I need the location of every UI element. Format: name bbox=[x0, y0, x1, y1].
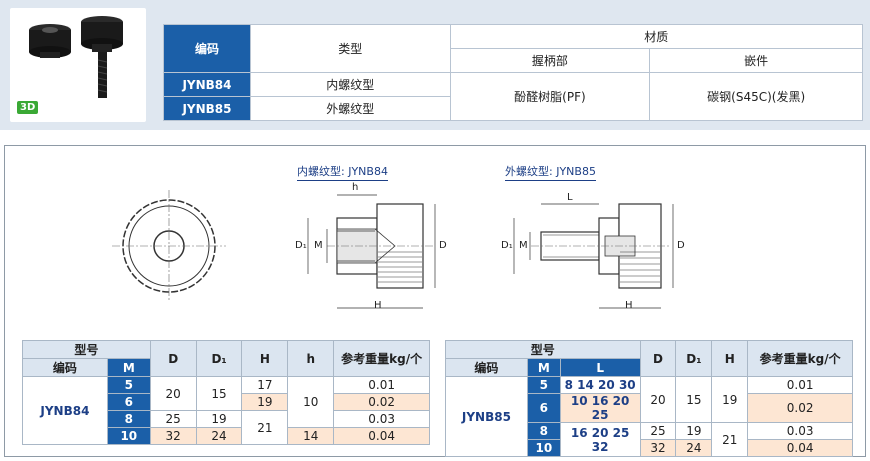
d-cell: 32 bbox=[149, 427, 197, 445]
material-header-material: 材质 bbox=[449, 24, 864, 49]
d-cell: 25 bbox=[639, 422, 677, 440]
m-cell: 8 bbox=[106, 410, 151, 428]
weight-cell: 0.04 bbox=[747, 439, 853, 457]
dim-L-label: L bbox=[567, 192, 573, 203]
m-cell: 5 bbox=[526, 376, 561, 394]
material-type-cell: 内螺纹型 bbox=[249, 72, 451, 97]
internal-drawing-title: 内螺纹型: JYNB84 bbox=[297, 163, 388, 181]
header-D: D bbox=[149, 340, 197, 377]
h-cell: 21 bbox=[711, 422, 749, 457]
weight-cell: 0.01 bbox=[747, 376, 853, 394]
d1-cell: 24 bbox=[675, 439, 713, 457]
header-M: M bbox=[526, 358, 561, 377]
weight-cell: 0.03 bbox=[747, 422, 853, 440]
material-code-cell: JYNB84 bbox=[163, 72, 251, 97]
dim-D-label: D bbox=[677, 240, 685, 251]
material-header-grip: 握柄部 bbox=[449, 48, 651, 73]
insert-material-cell: 碳钢(S45C)(发黑) bbox=[649, 72, 863, 121]
material-header-insert: 嵌件 bbox=[649, 48, 863, 73]
weight-cell: 0.01 bbox=[333, 376, 430, 394]
m-cell: 8 bbox=[526, 422, 561, 440]
dim-h-label: h bbox=[352, 182, 359, 193]
header-L: L bbox=[559, 358, 641, 377]
header-D1: D₁ bbox=[675, 340, 713, 377]
l-cell: 10 16 20 25 bbox=[559, 393, 641, 423]
h-cell: 19 bbox=[241, 393, 289, 411]
header-weight: 参考重量kg/个 bbox=[747, 340, 853, 377]
d1-cell: 15 bbox=[675, 376, 713, 423]
header-code: 编码 bbox=[445, 358, 528, 377]
l-cell: 8 14 20 30 bbox=[559, 376, 641, 394]
weight-cell: 0.03 bbox=[333, 410, 430, 428]
code-cell: JYNB84 bbox=[22, 376, 108, 445]
material-header-type: 类型 bbox=[249, 24, 451, 73]
h-cell: 19 bbox=[711, 376, 749, 423]
d1-cell: 19 bbox=[675, 422, 713, 440]
material-type-cell: 外螺纹型 bbox=[249, 96, 451, 121]
header-D: D bbox=[639, 340, 677, 377]
dim-D-label: D bbox=[439, 240, 447, 251]
material-code-cell: JYNB85 bbox=[163, 96, 251, 121]
d-cell: 25 bbox=[149, 410, 197, 428]
d-cell: 20 bbox=[639, 376, 677, 423]
m-cell: 10 bbox=[106, 427, 151, 445]
header-H: H bbox=[711, 340, 749, 377]
m-cell: 5 bbox=[106, 376, 151, 394]
d-cell: 32 bbox=[639, 439, 677, 457]
spec-table-external: 型号 D D₁ H 参考重量kg/个 编码 M L JYNB85 5 8 14 … bbox=[445, 340, 853, 457]
d1-cell: 24 bbox=[195, 427, 243, 445]
header-M: M bbox=[106, 358, 151, 377]
weight-cell: 0.04 bbox=[333, 427, 430, 445]
code-cell: JYNB85 bbox=[445, 376, 528, 457]
grip-material-cell: 酚醛树脂(PF) bbox=[449, 72, 651, 121]
external-side-view bbox=[513, 203, 674, 309]
h-cell: 17 bbox=[241, 376, 289, 394]
header-D1: D₁ bbox=[195, 340, 243, 377]
header-weight: 参考重量kg/个 bbox=[333, 340, 430, 377]
dim-D1-label: D₁ bbox=[295, 240, 307, 251]
dim-H-label: H bbox=[625, 300, 633, 311]
external-drawing-title: 外螺纹型: JYNB85 bbox=[505, 163, 596, 181]
l-cell: 16 20 25 32 bbox=[559, 422, 641, 457]
front-view bbox=[112, 190, 226, 302]
header-code: 编码 bbox=[22, 358, 108, 377]
weight-cell: 0.02 bbox=[333, 393, 430, 411]
d1-cell: 15 bbox=[195, 376, 243, 411]
small-h-cell: 10 bbox=[287, 376, 335, 428]
header-h: h bbox=[287, 340, 335, 377]
h-cell: 21 bbox=[241, 410, 289, 445]
product-photo: 3D bbox=[10, 8, 146, 122]
header-H: H bbox=[241, 340, 289, 377]
3d-badge[interactable]: 3D bbox=[17, 101, 39, 114]
m-cell: 10 bbox=[526, 439, 561, 457]
d1-cell: 19 bbox=[195, 410, 243, 428]
m-cell: 6 bbox=[106, 393, 151, 411]
weight-cell: 0.02 bbox=[747, 393, 853, 423]
header-model: 型号 bbox=[22, 340, 151, 359]
m-cell: 6 bbox=[526, 393, 561, 423]
dim-H-label: H bbox=[374, 300, 382, 311]
spec-table-internal: 型号 D D₁ H h 参考重量kg/个 编码 M JYNB84 5 20 15… bbox=[22, 340, 430, 445]
d-cell: 20 bbox=[149, 376, 197, 411]
dim-M-label: M bbox=[314, 240, 323, 251]
header-model: 型号 bbox=[445, 340, 641, 359]
internal-side-view bbox=[307, 194, 436, 309]
material-table: 编码 类型 材质 握柄部 嵌件 JYNB84 内螺纹型 酚醛树脂(PF) 碳钢(… bbox=[163, 24, 864, 121]
knob-image bbox=[29, 16, 123, 98]
dim-M-label: M bbox=[519, 240, 528, 251]
dim-D1-label: D₁ bbox=[501, 240, 513, 251]
small-h-cell: 14 bbox=[287, 427, 335, 445]
